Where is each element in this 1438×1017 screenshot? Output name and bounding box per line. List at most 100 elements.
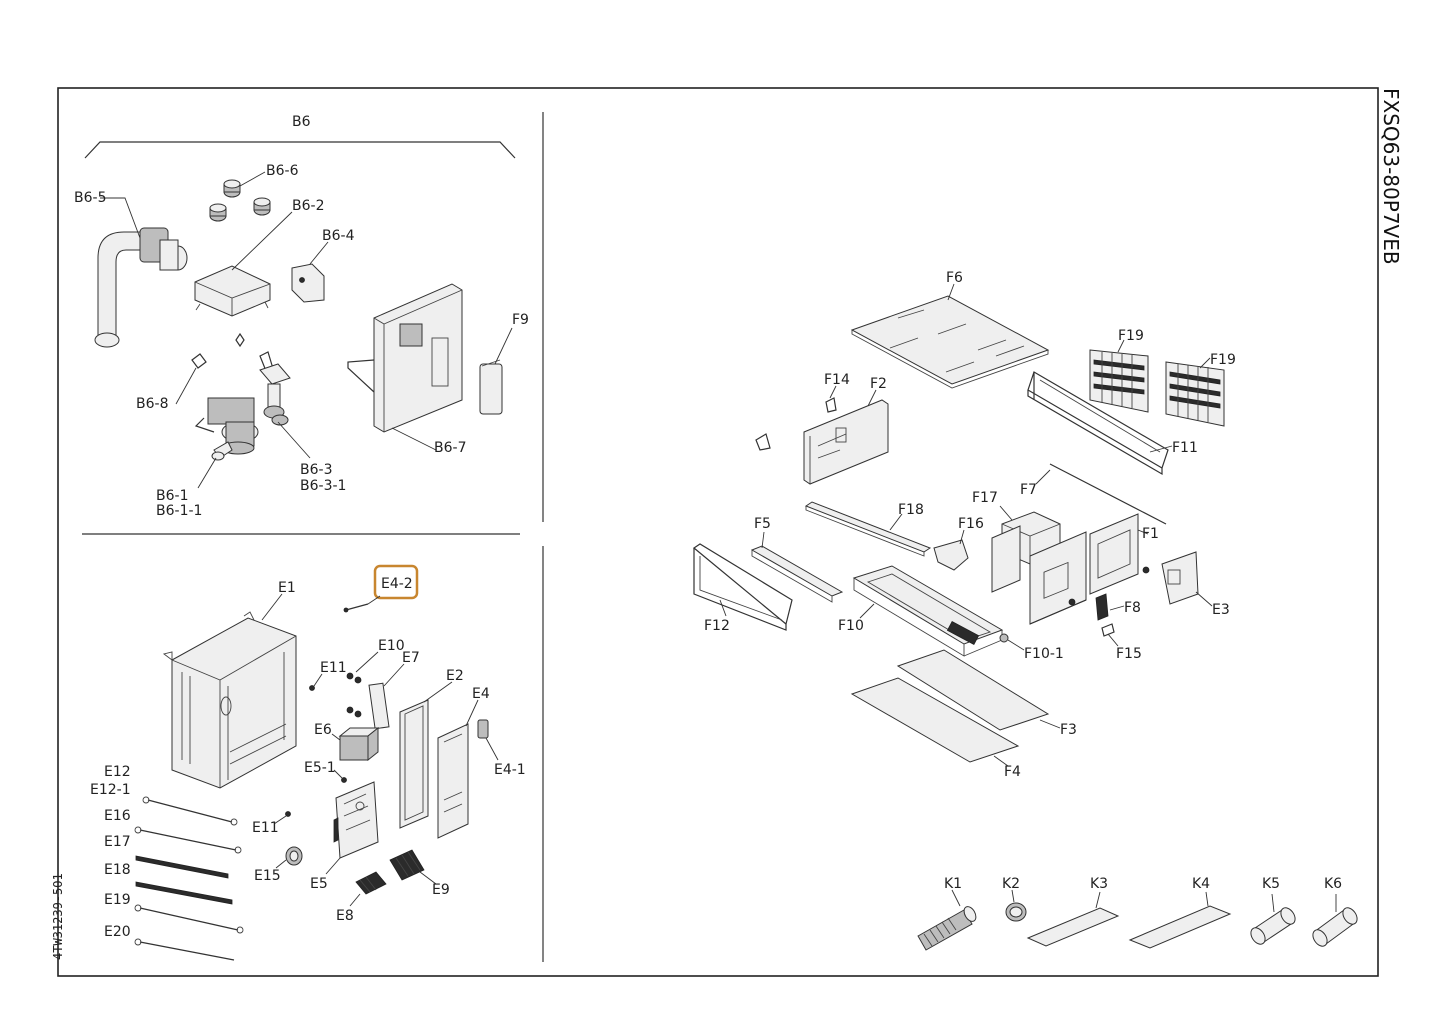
- cover-frame: [399, 699, 429, 829]
- switch-box: [162, 611, 297, 789]
- label-e4: E4: [472, 686, 490, 702]
- label-e2: E2: [446, 668, 464, 684]
- label-f5: F5: [754, 516, 771, 532]
- label-f12: F12: [704, 618, 730, 634]
- drain-rail: [804, 501, 932, 553]
- label-k3: K3: [1090, 876, 1108, 892]
- pump-cover: [194, 265, 271, 317]
- float-switch: [259, 363, 291, 426]
- label-e5-1: E5-1: [304, 760, 336, 776]
- label-f17: F17: [972, 490, 998, 506]
- drain-pump: [194, 397, 259, 461]
- label-e3: E3: [1212, 602, 1230, 618]
- clip: [825, 397, 837, 413]
- rail: [1049, 463, 1167, 525]
- bottom-panel-f3: [896, 649, 1050, 731]
- label-e18: E18: [104, 862, 131, 878]
- wire-harnesses: [134, 796, 244, 961]
- fasteners: [285, 672, 362, 817]
- label-f15: F15: [1116, 646, 1142, 662]
- label-k6: K6: [1324, 876, 1342, 892]
- label-e4-2[interactable]: E4-2: [381, 576, 413, 592]
- label-e10: E10: [378, 638, 405, 654]
- label-e12: E12: [104, 764, 131, 780]
- k-group: K1 K2 K3 K4 K5 K6: [917, 876, 1358, 951]
- accessory-tube-k6: [1312, 907, 1358, 947]
- label-b6-1: B6-1: [156, 488, 188, 504]
- label-b6-6: B6-6: [266, 163, 299, 179]
- label-f2: F2: [870, 376, 887, 392]
- label-k2: K2: [1002, 876, 1020, 892]
- label-e7: E7: [402, 650, 420, 666]
- label-b6-8: B6-8: [136, 396, 168, 412]
- drain-pan: [852, 565, 1009, 657]
- drawing-number: 4TW31239-5O1: [51, 873, 65, 960]
- accessory-sheet-k3: [1026, 907, 1120, 947]
- label-f14: F14: [824, 372, 850, 388]
- bushing-parts: [209, 179, 271, 222]
- label-b6-7: B6-7: [434, 440, 466, 456]
- b6-group: B6 B6-5 B6-6 B6-2 B6-4: [74, 114, 529, 519]
- label-e4-1: E4-1: [494, 762, 526, 778]
- label-f7: F7: [1020, 482, 1037, 498]
- bottom-panel-f4: [850, 677, 1020, 763]
- front-rail-f5: [750, 545, 844, 597]
- label-b6: B6: [292, 114, 311, 130]
- label-f18: F18: [898, 502, 924, 518]
- label-b6-1-1: B6-1-1: [156, 503, 202, 519]
- label-b6-3: B6-3: [300, 462, 332, 478]
- label-f10: F10: [838, 618, 864, 634]
- label-e11-bottom: E11: [252, 820, 279, 836]
- highlight-e4-2[interactable]: [373, 564, 419, 600]
- label-f8: F8: [1124, 600, 1141, 616]
- control-pcb-panel: [437, 723, 469, 839]
- filter-grille-left: [1089, 349, 1149, 413]
- connector: [477, 719, 489, 739]
- label-k4: K4: [1192, 876, 1210, 892]
- label-f16: F16: [958, 516, 984, 532]
- filter-grille-right: [1165, 361, 1225, 427]
- main-pcb: [333, 781, 379, 859]
- label-e15: E15: [254, 868, 281, 884]
- label-b6-4: B6-4: [322, 228, 355, 244]
- transformer: [338, 726, 380, 762]
- bracket-f16: [933, 539, 969, 571]
- terminal-strip: [355, 871, 387, 895]
- terminal-block: [389, 849, 425, 881]
- drawing-frame: [57, 87, 1379, 977]
- label-f3: F3: [1060, 722, 1077, 738]
- pump-mounting-plate: [373, 283, 463, 433]
- terminal-plate: [368, 682, 390, 730]
- label-e16: E16: [104, 808, 131, 824]
- label-k1: K1: [944, 876, 962, 892]
- switch-bracket: [1095, 593, 1109, 621]
- label-b6-5: B6-5: [74, 190, 106, 206]
- label-f6: F6: [946, 270, 963, 286]
- label-e19: E19: [104, 892, 131, 908]
- label-e1: E1: [278, 580, 296, 596]
- label-f1: F1: [1142, 526, 1159, 542]
- bracket: [291, 263, 325, 303]
- label-f9: F9: [512, 312, 529, 328]
- label-b6-3-1: B6-3-1: [300, 478, 346, 494]
- accessory-drain-hose: [917, 906, 977, 951]
- label-f10-1: F10-1: [1024, 646, 1064, 662]
- label-k5: K5: [1262, 876, 1280, 892]
- label-f19-right: F19: [1210, 352, 1236, 368]
- label-f19-left: F19: [1118, 328, 1144, 344]
- e-group: E1 E4-2 E10 E11 E11 E7: [90, 564, 526, 961]
- model-title: FXSQ63-80P7VEB: [1379, 88, 1403, 265]
- accessory-tube-k5: [1250, 907, 1296, 945]
- front-gasket: [692, 543, 793, 626]
- label-e9: E9: [432, 882, 450, 898]
- label-f11: F11: [1172, 440, 1198, 456]
- label-e20: E20: [104, 924, 131, 940]
- f-group: F6 F19 F19 F11 F7 F14: [692, 270, 1236, 780]
- label-e6: E6: [314, 722, 332, 738]
- main-casing: [991, 513, 1150, 625]
- label-e11-top: E11: [320, 660, 347, 676]
- label-b6-2: B6-2: [292, 198, 324, 214]
- label-e17: E17: [104, 834, 131, 850]
- label-e8: E8: [336, 908, 354, 924]
